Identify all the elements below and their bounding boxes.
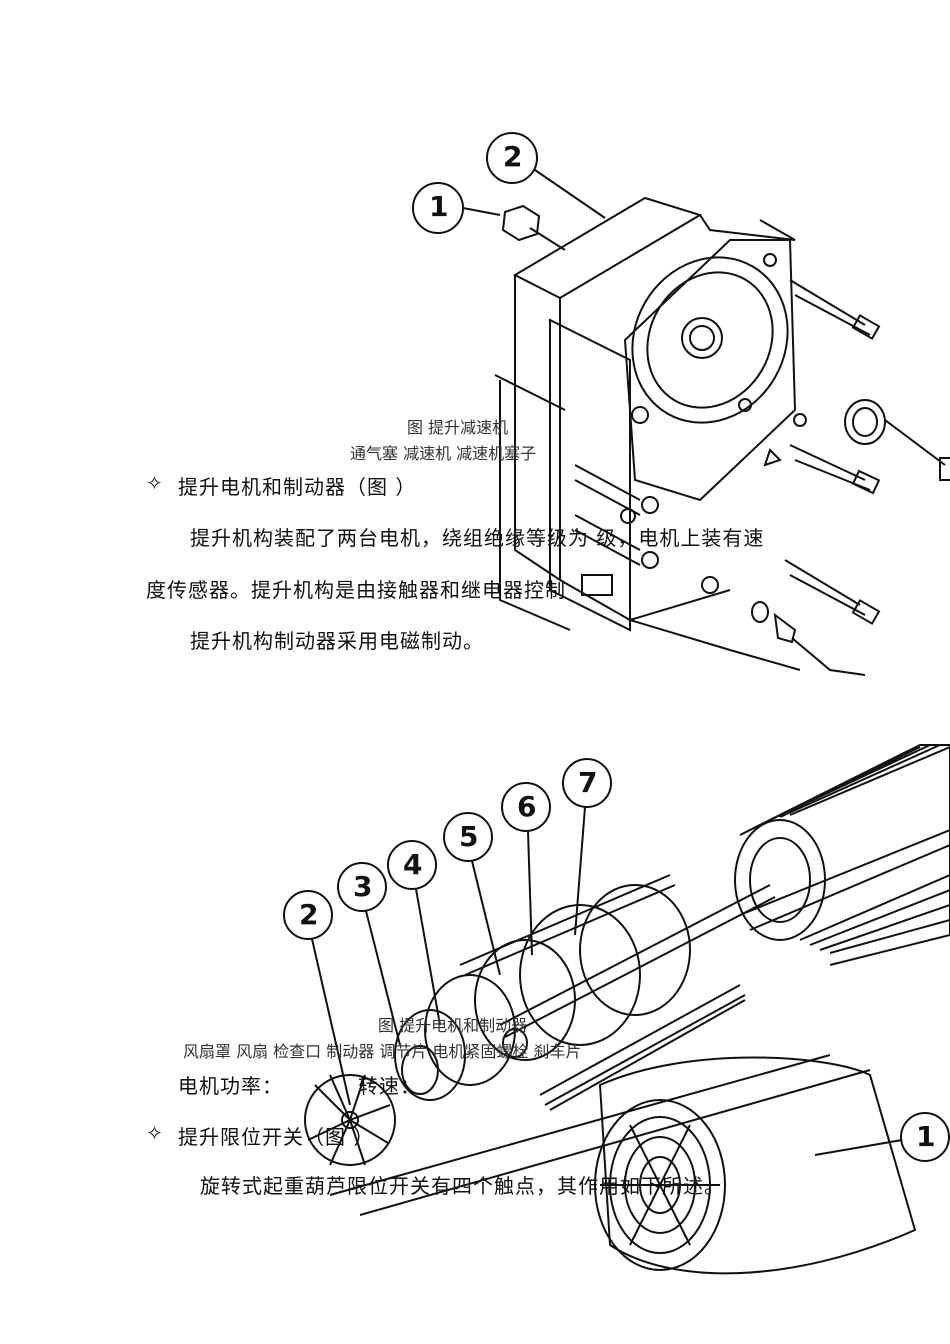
- callout-label-6: 6: [517, 790, 537, 823]
- section1-bullet: ✧: [146, 471, 164, 495]
- callout-circle-5: [443, 812, 493, 862]
- callout-label-2: 2: [503, 140, 523, 173]
- callout-label-2b: 2: [299, 898, 319, 931]
- callout-circle-6: [501, 782, 551, 832]
- figure2-parts-line: 风扇罩 风扇 检查口 制动器 调节片 电机紧固螺栓 刹车片: [183, 1042, 582, 1061]
- callout-circle-7: [562, 758, 612, 808]
- figure1-caption: 图 提升减速机: [407, 418, 509, 437]
- motor-power-label: 电机功率：: [178, 1074, 283, 1098]
- callout-label-1b: 1: [916, 1120, 936, 1153]
- hoist-reducer-figure: [412, 132, 950, 676]
- section2-heading: 提升限位开关（图 ）: [178, 1125, 375, 1149]
- section1-para1-line2: 度传感器。提升机构是由接触器和继电器控制: [146, 578, 566, 602]
- callout-circle-2b: [283, 890, 333, 940]
- figure2-caption: 图 提升电机和制动器: [378, 1016, 528, 1035]
- callout-circle-1b: [900, 1112, 950, 1162]
- motor-speed-label: 转速：: [358, 1074, 421, 1098]
- callout-label-4: 4: [403, 848, 423, 881]
- callout-label-1: 1: [429, 190, 449, 223]
- callout-circle-2: [486, 132, 538, 184]
- callout-label-3: 3: [353, 870, 373, 903]
- callout-circle-4: [387, 840, 437, 890]
- callout-label-7: 7: [578, 766, 598, 799]
- section1-heading: 提升电机和制动器（图 ）: [178, 475, 417, 499]
- figure1-parts-line: 通气塞 减速机 减速机塞子: [350, 444, 537, 463]
- hoist-motor-brake-figure: [283, 744, 950, 1275]
- section2-para: 旋转式起重葫芦限位开关有四个触点，其作用如下所述。: [200, 1174, 725, 1198]
- section2-bullet: ✧: [146, 1121, 164, 1145]
- callout-circle-3: [337, 862, 387, 912]
- callout-label-5: 5: [459, 820, 479, 853]
- section1-para1-line1: 提升机构装配了两台电机，绕组绝缘等级为 级，电机上装有速: [190, 526, 765, 550]
- section1-para2: 提升机构制动器采用电磁制动。: [190, 629, 484, 653]
